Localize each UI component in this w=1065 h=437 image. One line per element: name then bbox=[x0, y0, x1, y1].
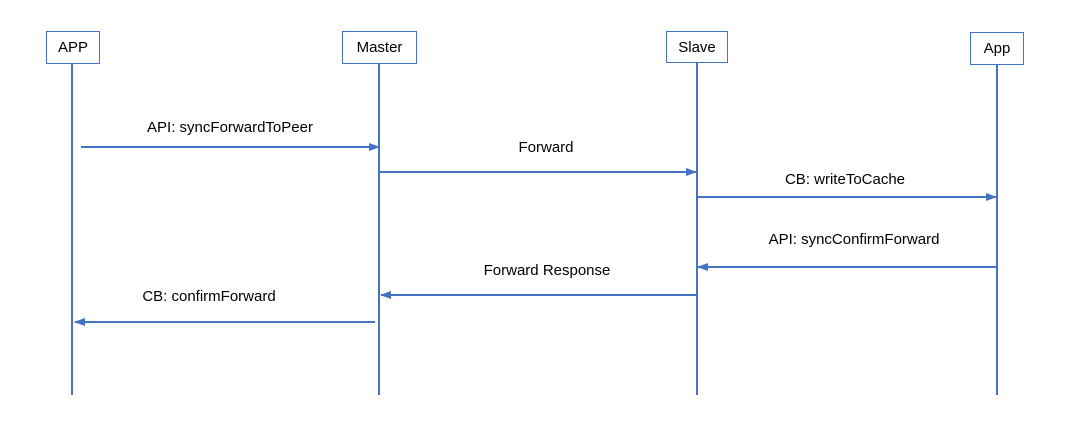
message-arrow-left-icon bbox=[75, 321, 375, 323]
actor-label-slave: Slave bbox=[678, 38, 716, 56]
actor-box-slave: Slave bbox=[666, 31, 728, 63]
actor-label-app-left: APP bbox=[57, 39, 88, 56]
message-label: API: syncForwardToPeer bbox=[145, 119, 315, 136]
message-arrow-right-icon bbox=[380, 171, 696, 173]
message-label: CB: confirmForward bbox=[140, 288, 278, 305]
message-label: CB: writeToCache bbox=[782, 171, 908, 188]
lifeline-master bbox=[378, 64, 380, 395]
lifeline-app-left bbox=[71, 64, 73, 395]
actor-box-app-left: APP bbox=[46, 31, 100, 64]
message-label: API: syncConfirmForward bbox=[766, 231, 942, 248]
lifeline-app-right bbox=[996, 65, 998, 395]
actor-box-app-right: App bbox=[970, 32, 1024, 65]
message-label: Forward bbox=[516, 139, 576, 156]
lifeline-slave bbox=[696, 63, 698, 395]
message-arrow-left-icon bbox=[698, 266, 996, 268]
message-label: Forward Response bbox=[481, 262, 613, 279]
message-arrow-right-icon bbox=[81, 146, 379, 148]
message-arrow-left-icon bbox=[381, 294, 696, 296]
actor-box-master: Master bbox=[342, 31, 417, 64]
actor-label-app-right: App bbox=[983, 40, 1011, 57]
message-arrow-right-icon bbox=[698, 196, 996, 198]
actor-label-master: Master bbox=[356, 39, 403, 56]
